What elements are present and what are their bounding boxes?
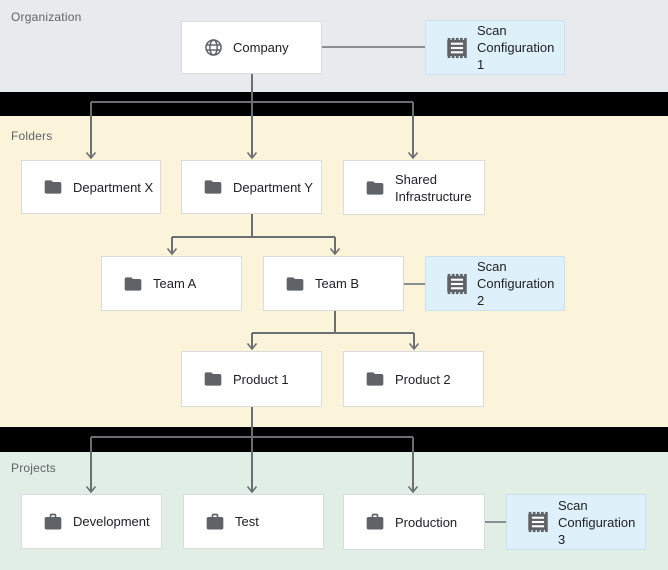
node-scan-configuration-2: Scan Configuration 2 — [425, 256, 565, 311]
node-label: Product 1 — [233, 371, 289, 387]
organization-section — [0, 0, 668, 92]
node-department-y: Department Y — [181, 160, 322, 214]
folder-icon — [362, 369, 388, 389]
node-label: Department Y — [233, 179, 313, 195]
node-company: Company — [181, 21, 322, 74]
node-label: Company — [233, 40, 289, 55]
node-scan-configuration-1: Scan Configuration 1 — [425, 20, 565, 75]
folder-icon — [200, 177, 226, 197]
divider-band-bottom — [0, 427, 668, 452]
folders-section-label: Folders — [11, 129, 53, 143]
briefcase-icon — [362, 512, 388, 532]
node-team-b: Team B — [263, 256, 404, 311]
node-label: Shared Infrastructure — [395, 171, 472, 204]
globe-icon — [200, 37, 226, 58]
scan-icon — [525, 509, 551, 535]
node-label: Test — [235, 514, 259, 529]
organization-section-label: Organization — [11, 10, 82, 24]
folder-icon — [362, 178, 388, 198]
briefcase-icon — [40, 512, 66, 532]
node-scan-configuration-3: Scan Configuration 3 — [506, 494, 646, 550]
briefcase-icon — [202, 512, 228, 532]
folder-icon — [200, 369, 226, 389]
node-shared-infrastructure: Shared Infrastructure — [343, 160, 485, 215]
node-development: Development — [21, 494, 162, 549]
node-label: Team B — [315, 276, 360, 291]
node-label: Scan Configuration 3 — [558, 497, 636, 547]
node-test: Test — [183, 494, 324, 549]
node-product-1: Product 1 — [181, 351, 322, 407]
node-label: Team A — [153, 276, 197, 291]
node-label: Product 2 — [395, 371, 451, 387]
node-team-a: Team A — [101, 256, 242, 311]
folder-icon — [282, 274, 308, 294]
node-label: Scan Configuration 1 — [477, 23, 555, 72]
divider-band-top — [0, 92, 668, 116]
node-label: Development — [73, 514, 150, 529]
node-label: Scan Configuration 2 — [477, 259, 555, 308]
node-department-x: Department X — [21, 160, 161, 214]
scan-icon — [444, 271, 470, 297]
folder-icon — [40, 177, 66, 197]
folder-icon — [120, 274, 146, 294]
node-label: Department X — [73, 179, 154, 195]
node-production: Production — [343, 494, 485, 550]
node-product-2: Product 2 — [343, 351, 484, 407]
node-label: Production — [395, 514, 458, 530]
projects-section-label: Projects — [11, 461, 56, 475]
scan-icon — [444, 35, 470, 61]
